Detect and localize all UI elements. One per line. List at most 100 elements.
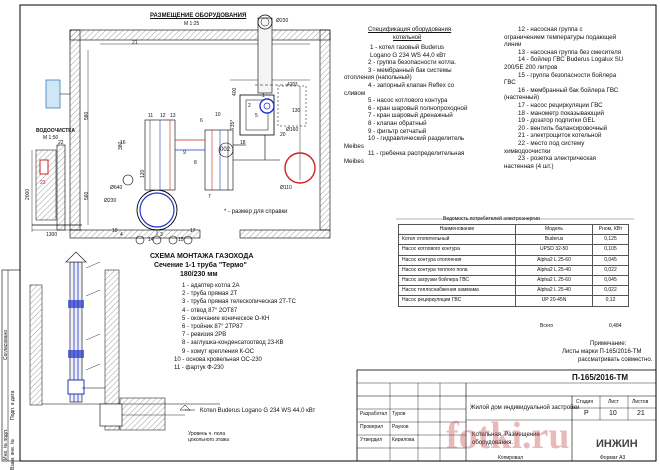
sheets-value: 21 [637, 410, 645, 417]
marker-002: 002 [220, 147, 231, 153]
pos-5: 5 [255, 113, 258, 119]
flue-floor-label-2: цокольного этажа [188, 437, 230, 443]
water-dim-w: 1300 [46, 232, 58, 238]
spec-item: ГВС [504, 79, 516, 87]
cell-name: Насос контура теплого пола [398, 264, 516, 277]
pos-3: 3 [160, 232, 163, 238]
cell-name: Насос котлового контура [398, 244, 516, 256]
spec-item: 23 - розетка электрическая [518, 155, 597, 163]
cell-power: 0,105 [592, 244, 629, 256]
flue-subtitle: Сечение 1-1 труба "Термо" [154, 262, 247, 269]
power-table: Наименование Модель Рном, КВт Котел отоп… [398, 223, 629, 307]
spec-item: (настенный) [504, 94, 540, 102]
flue-scheme [29, 251, 220, 431]
pos-17: 17 [190, 228, 196, 234]
pos-9: 9 [183, 150, 186, 156]
flue-item: 5 - окончание коническое О-КН [182, 315, 270, 322]
column-header: Модель [515, 223, 593, 236]
notes-line-2: рассматривать совместно. [578, 357, 653, 363]
spec-item: 17 - насос рециркуляции ГВС [518, 101, 603, 109]
pos-2: 2 [248, 103, 251, 109]
role-person: Кирилова [392, 437, 415, 443]
flue-floor-label-1: Уровень ч. пола [188, 431, 226, 437]
pos-21: 21 [132, 40, 138, 46]
flue-boiler-label: Котел Buderus Logano G 234 WS 44,0 кВт [200, 408, 316, 414]
watermark: fotki.ru [446, 415, 570, 457]
spec-item: Meibes [344, 157, 364, 165]
spec-column-1: 1 - котел газовый Buderus Logano G 234 W… [344, 44, 467, 166]
side-inv: Инв. № подл. [3, 428, 9, 460]
cell-name: Насос рециркуляции ГВС [398, 295, 516, 307]
org-logo: ИНЖИН [596, 438, 638, 450]
power-table-title: Ведомость потребителей электроэнергии [443, 216, 540, 222]
flue-parts-list: 1 - адаптер котла 2А 2 - труба прямая 2Т… [174, 282, 296, 372]
sheet-frame [19, 4, 657, 462]
cell-power: 0,125 [592, 234, 629, 246]
flue-item: 8 - заглушка-конденсатоотвод 23-КВ [182, 340, 284, 347]
role-label: Утвердил [360, 437, 383, 443]
plan-scale: М 1:25 [184, 21, 200, 27]
pos-19: 19 [112, 228, 118, 234]
cell-model: UPSD 32-50 [515, 244, 593, 256]
dim-735: 735* [230, 119, 236, 130]
spec-item: 4 - запорный клапан Reflex со [368, 81, 455, 89]
spec-item: настенная (4 шт.) [504, 162, 554, 170]
dim-d640: Ø640 [110, 185, 123, 191]
spec-item: 6 - кран шаровый полнопроходной [368, 104, 468, 112]
equipment-plan [45, 14, 331, 245]
dim-470: 470* [287, 82, 298, 88]
spec-item: 1 - котел газовый Buderus [370, 44, 445, 51]
spec-title-2: котельной [393, 35, 422, 41]
stage-label: Стадия [576, 399, 594, 405]
cell-power: 0,12 [592, 295, 629, 307]
doc-code: П-165/2016-ТМ [572, 373, 628, 382]
pos-11: 11 [148, 113, 154, 119]
notes-title: Примечание: [590, 341, 627, 347]
spec-item: 13 - насосная группа без смесителя [518, 48, 622, 56]
spec-item: отопления (напольный) [344, 74, 412, 82]
pos-10: 10 [215, 112, 221, 118]
stage-value: Р [584, 410, 589, 417]
pos-15: 15 [178, 237, 184, 243]
spec-item: ограничением температуры подающей [504, 33, 617, 41]
flue-item: 1 - адаптер котла 2А [182, 283, 240, 289]
spec-item: 200/5E 200 литров [504, 63, 558, 71]
cell-power: 0,022 [592, 285, 629, 297]
spec-item: 21 - электрощиток котельной [518, 132, 602, 140]
pos-13: 13 [170, 113, 176, 119]
flue-item: 9 - хомут крепления К-ОС [182, 348, 255, 355]
spec-item: 14 - бойлер ГВС Buderus Logalux SU [518, 56, 624, 64]
spec-item: химводоочистки [504, 147, 551, 155]
side-sign: Подп. и дата [10, 390, 16, 420]
flue-item: 10 - основа кровельная ОС-230 [174, 356, 262, 363]
flue-title: СХЕМА МОНТАЖА ГАЗОХОДА [150, 253, 254, 260]
dim-d230: Ø230 [276, 18, 289, 24]
pos-16: 16 [120, 140, 126, 146]
spec-item: 2 - группа безопасности котла. [368, 59, 456, 67]
spec-item: 20 - вентиль балансировочный [518, 124, 608, 132]
spec-item: 16 - мембранный бак бойлера ГВС [518, 86, 619, 94]
spec-item: 9 - фильтр сетчатый [368, 127, 427, 135]
pos-6: 6 [200, 118, 203, 124]
title-block [356, 369, 657, 462]
cell-power: 0,045 [592, 254, 629, 266]
role-label: Разработал [360, 411, 388, 417]
spec-item: 15 - группа безопасности бойлера [518, 71, 617, 79]
cell-model: Alpha2 L 25-40 [515, 264, 593, 277]
column-header: Наименование [398, 223, 516, 236]
pos-20: 20 [280, 132, 286, 138]
pos-1: 1 [262, 93, 265, 99]
sheet-title-1: Котельная. Размещение [472, 432, 540, 438]
dim-d110: Ø110 [280, 185, 292, 191]
spec-column-2: 12 - насосная группа с ограничением темп… [504, 26, 623, 170]
water-treatment-plan [31, 144, 82, 232]
cell-power: 0,022 [592, 264, 629, 277]
pos-23: 23 [40, 180, 46, 186]
spec-item: 18 - манометр показывающий [518, 109, 605, 117]
dim-120: 120 [140, 169, 146, 178]
flue-item: 6 - тройник 87° 2ТР87 [182, 324, 243, 331]
